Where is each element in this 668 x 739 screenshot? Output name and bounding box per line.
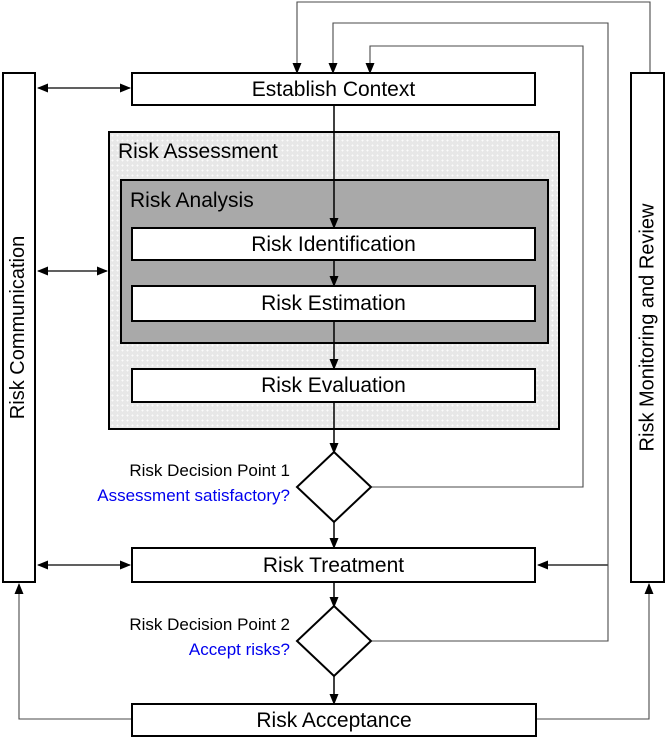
risk-identification-label: Risk Identification xyxy=(251,232,416,256)
risk-acceptance-box: Risk Acceptance xyxy=(131,703,537,737)
risk-evaluation-label: Risk Evaluation xyxy=(261,374,406,397)
risk-communication-label: Risk Communication xyxy=(7,235,30,420)
risk-communication-sidebar: Risk Communication xyxy=(2,72,36,583)
decision-1-diamond xyxy=(295,450,373,524)
risk-analysis-label: Risk Analysis xyxy=(130,189,254,212)
decision-2-diamond xyxy=(295,604,373,678)
risk-monitoring-label: Risk Monitoring and Review xyxy=(636,203,659,452)
feedback-monitoring-to-context xyxy=(292,1,651,74)
risk-estimation-box: Risk Estimation xyxy=(131,285,536,322)
risk-identification-box: Risk Identification xyxy=(131,227,536,261)
risk-treatment-box: Risk Treatment xyxy=(131,547,536,583)
decision-1-question: Assessment satisfactory? xyxy=(97,486,290,505)
line-acceptance-to-monitoring xyxy=(537,583,654,720)
risk-treatment-label: Risk Treatment xyxy=(262,553,405,577)
risk-monitoring-sidebar: Risk Monitoring and Review xyxy=(630,72,665,583)
decision-2-title: Risk Decision Point 2 xyxy=(129,615,290,634)
decision-2-question: Accept risks? xyxy=(188,640,290,659)
risk-evaluation-box: Risk Evaluation xyxy=(131,368,536,403)
decision-1-title: Risk Decision Point 1 xyxy=(129,461,290,480)
risk-estimation-label: Risk Estimation xyxy=(261,292,406,315)
establish-context-box: Establish Context xyxy=(131,72,536,106)
risk-assessment-label: Risk Assessment xyxy=(118,140,278,163)
risk-acceptance-label: Risk Acceptance xyxy=(256,708,412,732)
establish-context-label: Establish Context xyxy=(251,77,416,101)
